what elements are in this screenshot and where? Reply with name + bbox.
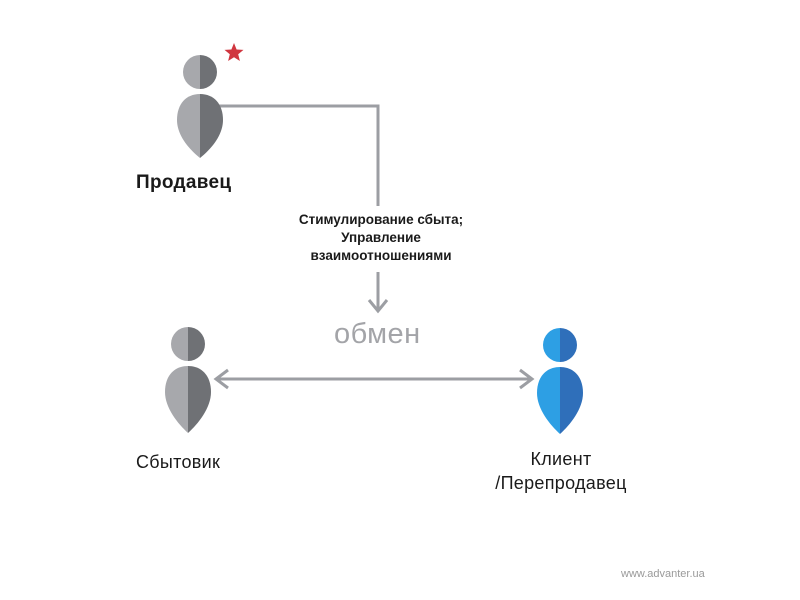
exchange-label: обмен	[334, 318, 421, 350]
watermark: www.advanter.ua	[621, 568, 705, 580]
promotion-arrowhead	[367, 299, 389, 314]
promotion-label-line-1: Стимулирование сбыта;	[298, 212, 464, 227]
client-person-icon	[537, 328, 583, 434]
seller-label: Продавец	[136, 172, 232, 193]
exchange-arrowhead-right	[519, 368, 535, 390]
promotion-connector	[219, 104, 389, 314]
distributor-label: Сбытовик	[136, 452, 221, 472]
star-icon	[224, 43, 244, 61]
exchange-arrowhead-left	[213, 368, 229, 390]
promotion-connector-line-top	[219, 104, 380, 206]
exchange-connector	[213, 368, 535, 390]
distributor-person-icon	[165, 327, 211, 433]
promotion-label-line-3: взаимоотношениями	[310, 248, 452, 263]
client-label: Клиент /Перепродавец	[466, 447, 656, 495]
promotion-label-line-2: Управление	[341, 230, 421, 245]
client-label-line-1: Клиент	[530, 449, 592, 469]
client-label-line-2: /Перепродавец	[495, 473, 627, 493]
seller-person-icon	[177, 55, 223, 158]
promotion-label: Стимулирование сбыта; Управление взаимоо…	[256, 211, 506, 265]
